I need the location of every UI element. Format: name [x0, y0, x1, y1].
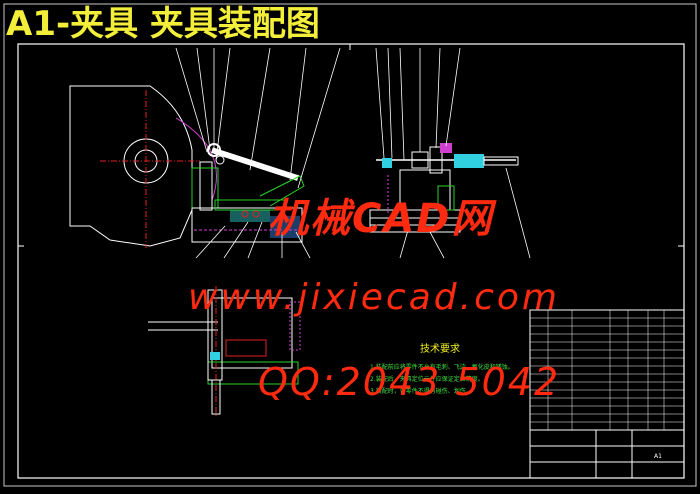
leader-line	[247, 221, 263, 259]
handle	[483, 156, 519, 166]
leader-line	[175, 47, 208, 153]
pivot-pin-small	[215, 155, 225, 165]
main-view	[69, 47, 341, 259]
cyan-part	[382, 158, 392, 168]
base-hatch	[230, 210, 270, 222]
leader-line	[215, 47, 231, 161]
workpiece-slope	[259, 175, 305, 207]
slider	[440, 143, 452, 153]
dash-box	[289, 301, 301, 351]
red-box	[225, 339, 267, 357]
leader-line	[387, 47, 393, 159]
locating-block	[191, 167, 219, 209]
leader-line	[196, 47, 211, 151]
fixture-body-outline	[69, 85, 193, 247]
leader-line	[249, 47, 271, 171]
top-view-plate	[211, 297, 293, 369]
leader-line	[195, 225, 226, 259]
inner-frame	[17, 43, 685, 479]
locating-pin	[241, 210, 249, 218]
screw-bottom	[211, 379, 221, 415]
cyan-part	[210, 352, 220, 360]
support-column	[199, 161, 213, 211]
title-block: A1	[529, 309, 685, 479]
drawing-title: A1-夹具 夹具装配图	[6, 4, 320, 44]
leader-line	[223, 221, 249, 259]
leader-line	[295, 231, 311, 259]
leader-line	[399, 47, 405, 161]
leader-line	[435, 47, 441, 149]
base-side	[369, 209, 461, 233]
title-block-code: A1	[654, 453, 662, 460]
title-block-frame	[529, 429, 685, 479]
workpiece	[214, 199, 286, 211]
watermark-site-name: 机械CAD网	[268, 196, 494, 242]
top-view	[148, 286, 301, 416]
tech-requirement-line: 3.装配时，各零件不得有碰伤、划伤。	[370, 388, 472, 395]
clamp-lever	[211, 147, 299, 181]
tech-requirements-heading: 技术要求	[420, 344, 460, 355]
tech-requirement-line: 2.装配后，夹具定位元件应保证定位精度。	[370, 376, 484, 383]
base-hatch-2	[270, 216, 300, 238]
leader-line	[375, 47, 385, 159]
watermark-qq: QQ:2043 5042	[258, 360, 561, 404]
tech-requirement-line: 1.装配前应将零件不允有毛刺、飞边、氧化皮和锈蚀。	[370, 364, 514, 371]
parts-list-grid	[530, 310, 684, 430]
green-block	[437, 185, 455, 211]
leader-line	[289, 47, 307, 181]
side-view	[369, 47, 531, 259]
outer-frame	[3, 3, 697, 487]
clamp-lever-edge	[211, 145, 299, 175]
leader-line	[399, 229, 409, 259]
leader-line	[297, 47, 341, 189]
knob	[454, 154, 484, 168]
base-plate	[191, 207, 303, 243]
locating-pin	[252, 210, 260, 218]
leader-line	[429, 231, 445, 259]
watermark-url: www.jixiecad.com	[188, 277, 560, 318]
arc-guide	[175, 117, 217, 201]
leader-line	[445, 47, 461, 147]
leader-line	[505, 167, 531, 259]
